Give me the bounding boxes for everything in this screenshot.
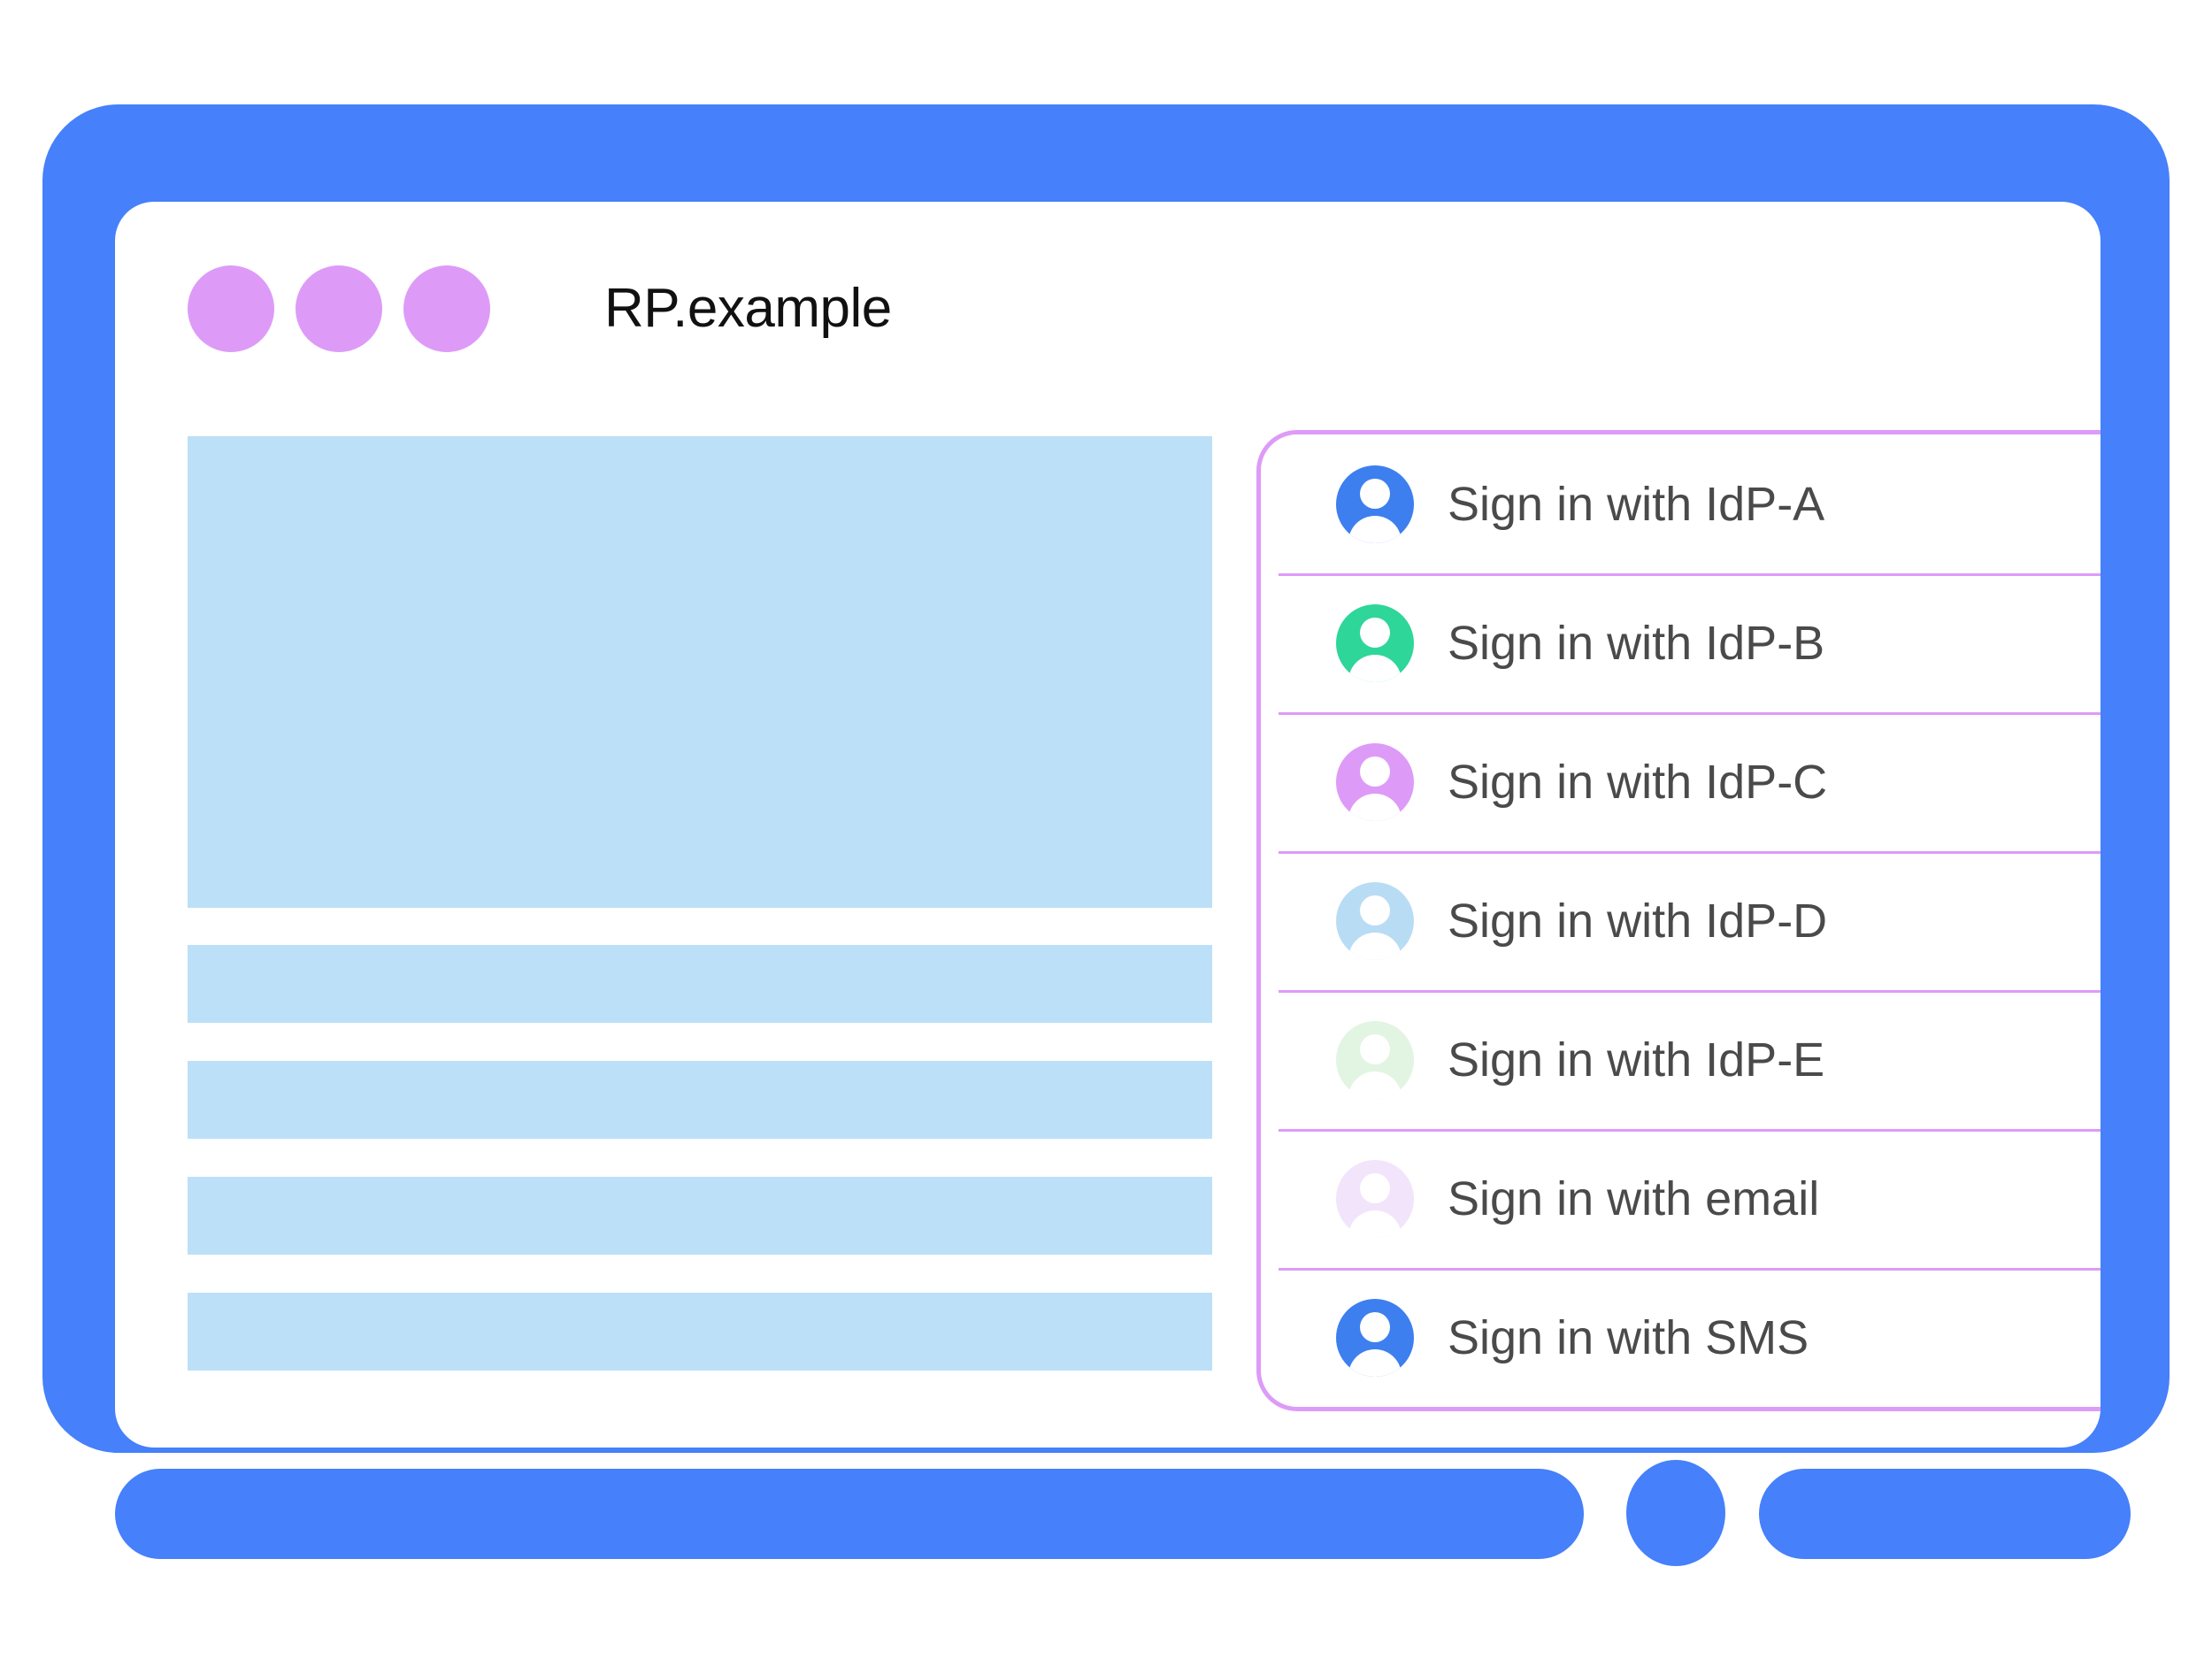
person-avatar-icon (1336, 603, 1414, 682)
signin-item-label: Sign in with IdP-E (1448, 1033, 1825, 1087)
signin-item-idp-e[interactable]: Sign in with IdP-E (1261, 990, 2101, 1129)
device-home-button[interactable] (1626, 1460, 1725, 1566)
device-bezel-bar-right (1759, 1469, 2131, 1559)
person-avatar-icon (1336, 742, 1414, 821)
signin-item-label: Sign in with IdP-A (1448, 477, 1825, 531)
signin-item-idp-c[interactable]: Sign in with IdP-C (1261, 712, 2101, 851)
hero-placeholder (188, 436, 1212, 908)
person-avatar-icon (1336, 1298, 1414, 1377)
signin-item-label: Sign in with IdP-B (1448, 616, 1825, 670)
text-bar-placeholder-2 (188, 1061, 1212, 1139)
signin-item-label: Sign in with IdP-C (1448, 755, 1828, 809)
page-content-column (188, 436, 1212, 1371)
person-avatar-icon (1336, 1020, 1414, 1099)
signin-item-sms[interactable]: Sign in with SMS (1261, 1268, 2101, 1407)
signin-item-label: Sign in with IdP-D (1448, 894, 1828, 948)
signin-item-idp-d[interactable]: Sign in with IdP-D (1261, 851, 2101, 990)
device-bezel-bar-left (115, 1469, 1584, 1559)
site-title: RP.example (604, 278, 892, 339)
signin-item-label: Sign in with email (1448, 1171, 1820, 1225)
window-dot-2[interactable] (296, 265, 382, 352)
browser-screen: RP.example Sign in with IdP-A Sign i (115, 202, 2101, 1448)
text-bar-placeholder-1 (188, 945, 1212, 1023)
signin-item-label: Sign in with SMS (1448, 1310, 1809, 1364)
signin-item-email[interactable]: Sign in with email (1261, 1129, 2101, 1268)
window-dot-3[interactable] (403, 265, 490, 352)
signin-item-idp-a[interactable]: Sign in with IdP-A (1261, 434, 2101, 573)
signin-item-idp-b[interactable]: Sign in with IdP-B (1261, 573, 2101, 712)
text-bar-placeholder-4 (188, 1293, 1212, 1371)
text-bar-placeholder-3 (188, 1177, 1212, 1255)
browser-chrome: RP.example (188, 265, 892, 352)
person-avatar-icon (1336, 881, 1414, 960)
signin-panel: Sign in with IdP-A Sign in with IdP-B Si… (1256, 430, 2101, 1411)
person-avatar-icon (1336, 1159, 1414, 1238)
person-avatar-icon (1336, 465, 1414, 543)
window-dot-1[interactable] (188, 265, 274, 352)
